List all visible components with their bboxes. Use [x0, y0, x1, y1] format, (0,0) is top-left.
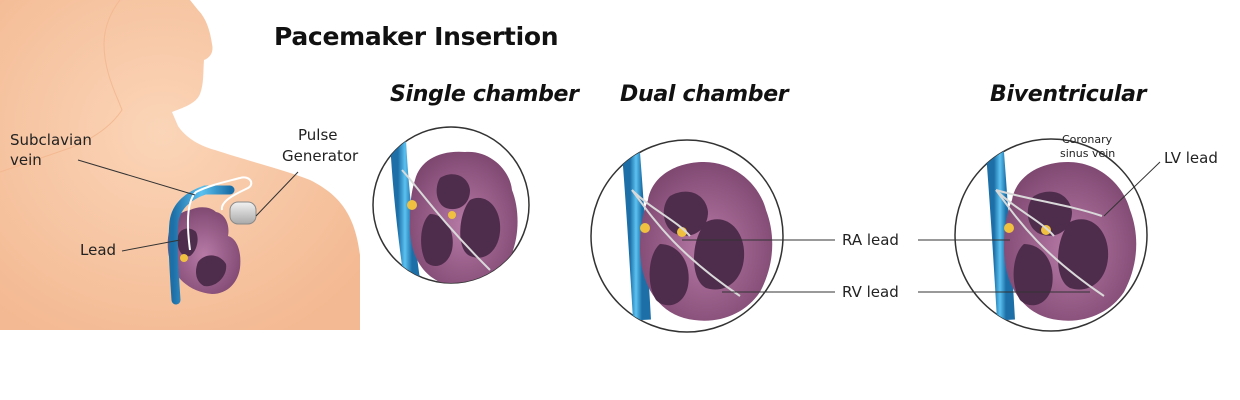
body-lead-wire — [187, 176, 253, 251]
pulse-generator — [229, 201, 257, 225]
dual-chamber-title: Dual chamber — [620, 82, 789, 107]
lead-leader — [121, 239, 181, 252]
lead-label: Lead — [80, 241, 117, 259]
coronary-label-line2: sinus vein — [1060, 147, 1116, 160]
subclavian-vein — [168, 185, 235, 305]
subclavian-label-line1: Subclavian — [10, 131, 92, 149]
pulse-label-line2: Generator — [282, 147, 359, 165]
subclavian-leader — [77, 159, 196, 196]
coronary-label-line1: Coronary — [1062, 133, 1113, 146]
rv-lead-label: RV lead — [842, 283, 899, 301]
single-chamber-heart — [390, 139, 518, 283]
pulse-label-line1: Pulse — [298, 126, 338, 144]
biventricular-heart — [985, 139, 1137, 321]
human-silhouette — [0, 0, 360, 330]
body-heart — [167, 207, 241, 294]
lv-lead-label: LV lead — [1164, 149, 1218, 167]
pulse-leader — [255, 171, 299, 217]
single-chamber-title: Single chamber — [390, 82, 579, 107]
ra-lead-label: RA lead — [842, 231, 899, 249]
biventricular-title: Biventricular — [990, 82, 1147, 107]
dual-chamber-heart — [621, 140, 773, 321]
figure-title: Pacemaker Insertion — [274, 22, 559, 51]
subclavian-label-line2: vein — [10, 151, 42, 169]
lv-leader — [1103, 161, 1161, 217]
